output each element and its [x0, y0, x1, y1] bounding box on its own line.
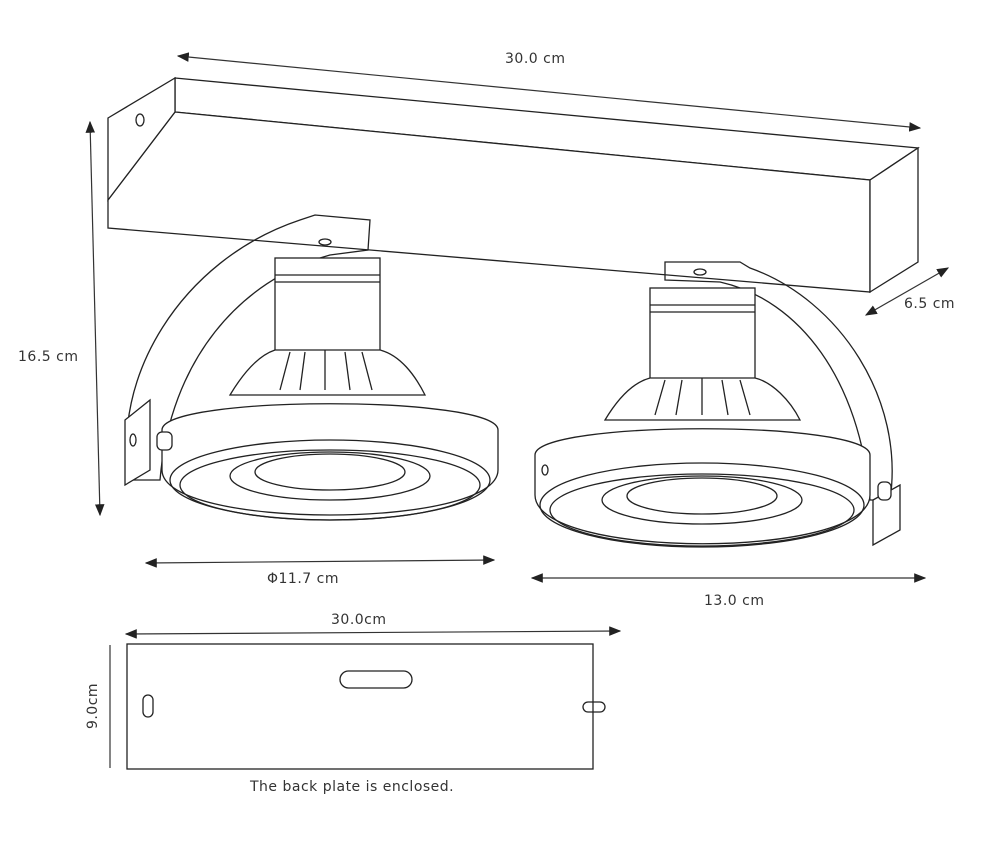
label-plate-width: 30.0cm	[331, 612, 387, 628]
label-span: 13.0 cm	[704, 593, 765, 609]
label-plate-height: 9.0cm	[85, 682, 102, 730]
slot-right	[582, 701, 606, 713]
label-diameter: Φ11.7 cm	[267, 571, 339, 587]
label-length: 30.0 cm	[505, 51, 566, 67]
dim-arrow-height	[85, 120, 105, 517]
lamp-right	[534, 261, 901, 548]
lamp-left	[124, 214, 499, 521]
dim-arrow-length	[176, 52, 922, 132]
back-plate	[109, 626, 622, 770]
fixture-bar	[107, 76, 920, 294]
back-plate-note: The back plate is enclosed.	[250, 779, 455, 795]
label-depth: 6.5 cm	[904, 296, 956, 312]
slot-left	[142, 694, 154, 718]
slot-center	[339, 670, 413, 689]
label-height: 16.5 cm	[18, 349, 79, 365]
dim-arrow-diameter	[144, 555, 496, 568]
dim-arrow-depth	[864, 267, 950, 316]
